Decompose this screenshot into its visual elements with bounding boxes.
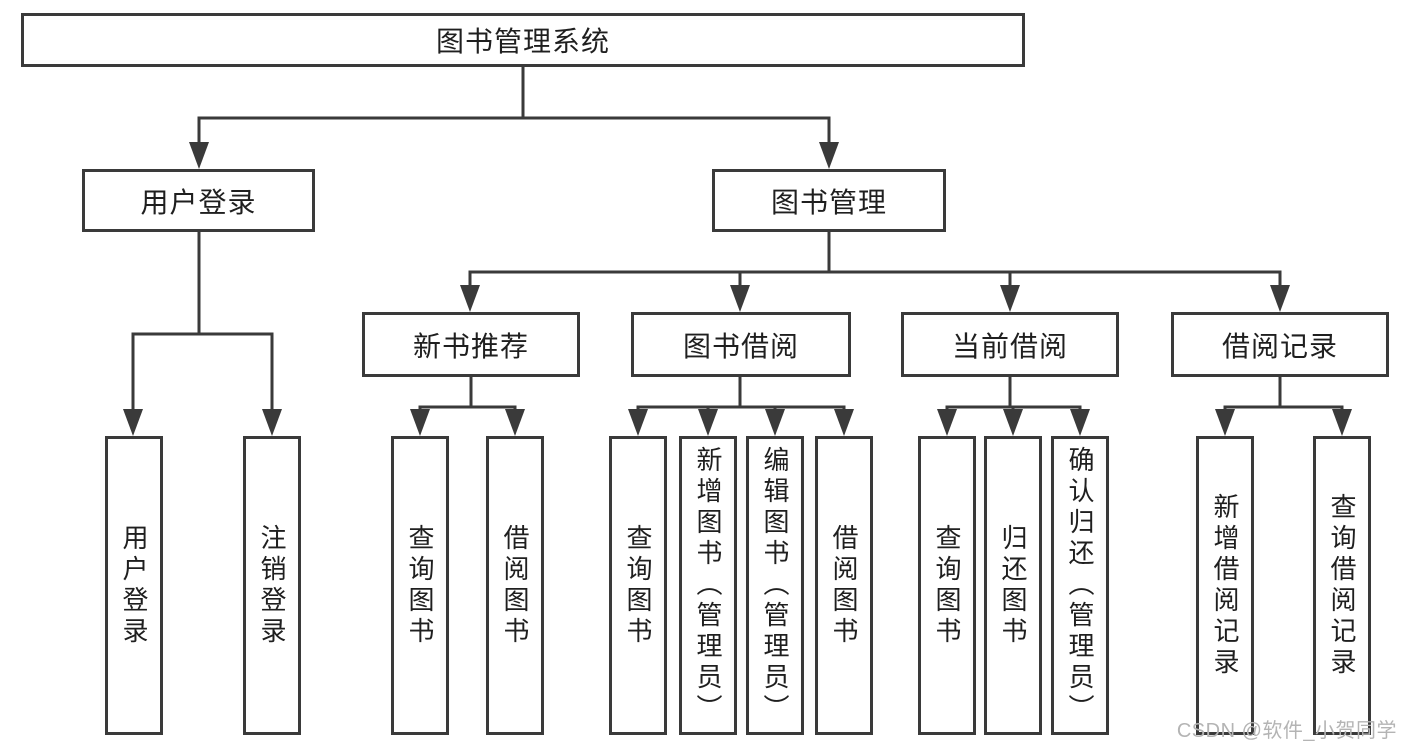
node-book-management-label: 图书管理 — [770, 186, 887, 218]
node-book-borrow-label: 图书借阅 — [682, 330, 799, 362]
leaf-records-query-record-label: 查询借阅记录 — [1327, 492, 1357, 679]
leaf-current-query-books-label: 查询图书 — [932, 523, 962, 648]
leaf-user-login: 用户登录 — [105, 436, 163, 735]
csdn-watermark: CSDN @软件_小贺同学 — [1176, 720, 1397, 742]
leaf-borrow-edit-books-admin-label: 编辑图书（管理员） — [760, 446, 790, 725]
leaf-records-query-record: 查询借阅记录 — [1313, 436, 1371, 735]
leaf-borrow-add-books-admin: 新增图书（管理员） — [679, 436, 737, 735]
node-borrow-records-label: 借阅记录 — [1221, 330, 1338, 362]
node-current-borrow-label: 当前借阅 — [951, 330, 1068, 362]
leaf-current-query-books: 查询图书 — [918, 436, 976, 735]
node-borrow-records: 借阅记录 — [1171, 312, 1389, 377]
leaf-newbook-query-books-label: 查询图书 — [405, 523, 435, 648]
node-root-label: 图书管理系统 — [435, 26, 610, 57]
node-user-login-label: 用户登录 — [140, 186, 257, 218]
leaf-borrow-add-books-admin-label: 新增图书（管理员） — [693, 446, 723, 725]
leaf-borrow-borrow-books-label: 借阅图书 — [829, 523, 859, 648]
node-new-book-recommend-label: 新书推荐 — [412, 330, 529, 362]
leaf-logout-label: 注销登录 — [257, 523, 287, 648]
leaf-newbook-borrow-books: 借阅图书 — [486, 436, 544, 735]
leaf-records-add-record: 新增借阅记录 — [1196, 436, 1254, 735]
node-user-login: 用户登录 — [82, 169, 315, 232]
leaf-current-confirm-return-admin-label: 确认归还（管理员） — [1065, 446, 1095, 725]
leaf-current-return-books-label: 归还图书 — [998, 523, 1028, 648]
leaf-newbook-borrow-books-label: 借阅图书 — [500, 523, 530, 648]
node-root: 图书管理系统 — [21, 13, 1025, 67]
leaf-borrow-query-books: 查询图书 — [609, 436, 667, 735]
leaf-records-add-record-label: 新增借阅记录 — [1210, 492, 1240, 679]
leaf-logout: 注销登录 — [243, 436, 301, 735]
node-book-borrow: 图书借阅 — [631, 312, 851, 377]
node-book-management: 图书管理 — [712, 169, 946, 232]
leaf-borrow-query-books-label: 查询图书 — [623, 523, 653, 648]
node-new-book-recommend: 新书推荐 — [362, 312, 580, 377]
leaf-current-confirm-return-admin: 确认归还（管理员） — [1051, 436, 1109, 735]
node-current-borrow: 当前借阅 — [901, 312, 1119, 377]
leaf-user-login-label: 用户登录 — [119, 523, 149, 648]
leaf-borrow-edit-books-admin: 编辑图书（管理员） — [746, 436, 804, 735]
leaf-current-return-books: 归还图书 — [984, 436, 1042, 735]
leaf-borrow-borrow-books: 借阅图书 — [815, 436, 873, 735]
leaf-newbook-query-books: 查询图书 — [391, 436, 449, 735]
